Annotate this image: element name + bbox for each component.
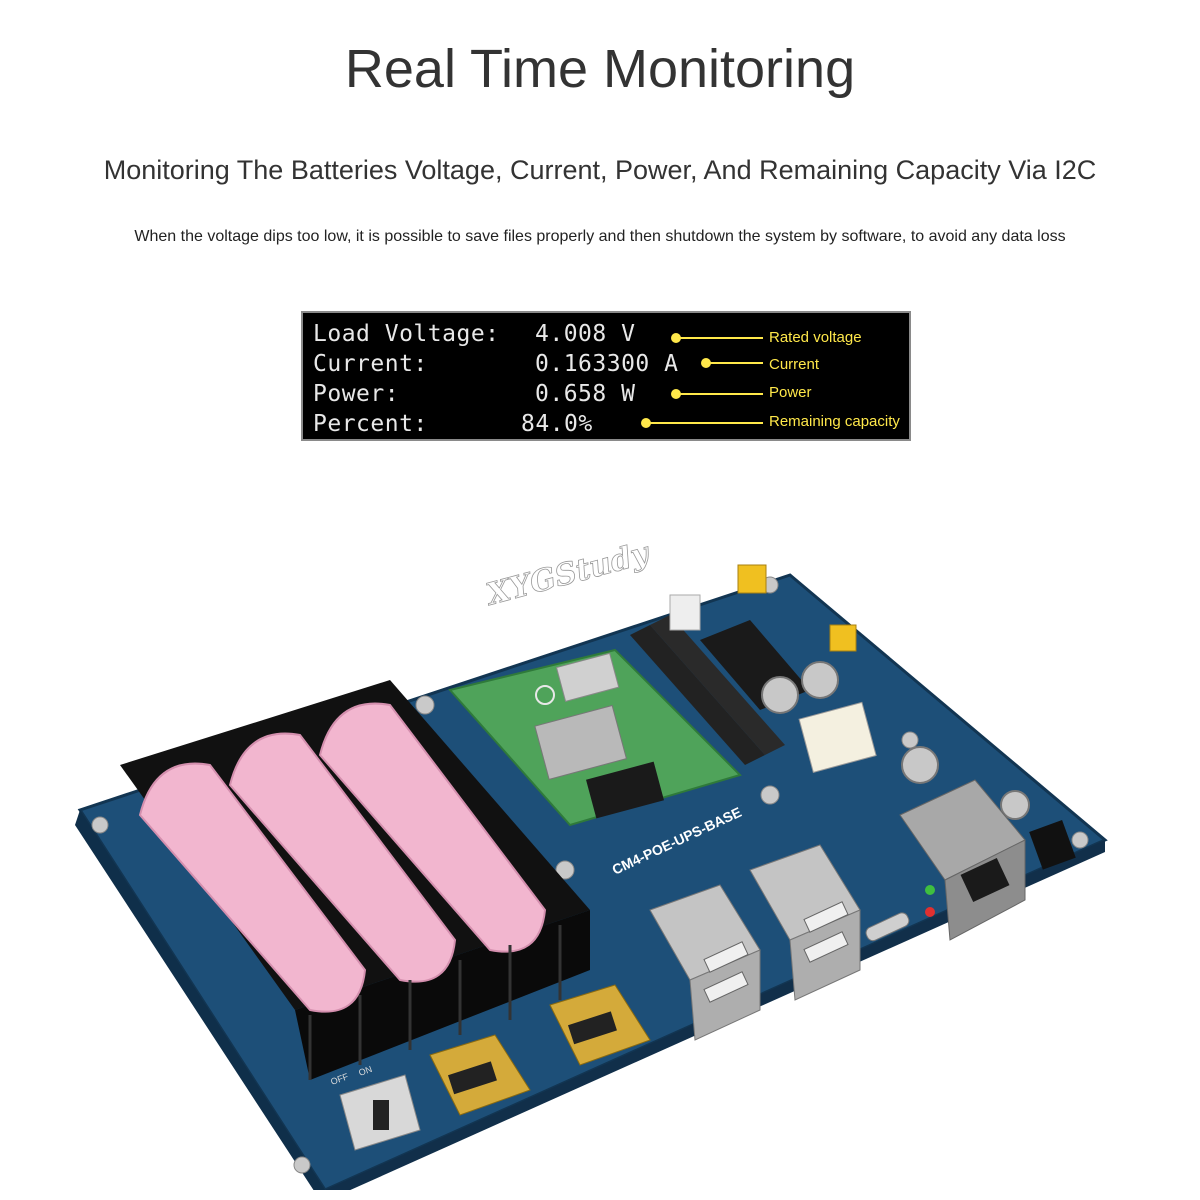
fan-connector <box>669 594 701 631</box>
callout-rated-voltage: Rated voltage <box>769 329 862 346</box>
led-green-icon <box>925 885 935 895</box>
callout-remaining-capacity: Remaining capacity <box>769 413 900 430</box>
compute-module <box>448 648 742 827</box>
callout-current: Current <box>769 356 820 373</box>
hdmi-ports <box>429 984 651 1116</box>
led-red-icon <box>925 907 935 917</box>
jumper-yellow-right <box>829 624 857 652</box>
terminal-output-panel: Load Voltage: 4.008 V Current: 0.163300 … <box>301 311 911 441</box>
ups-board-photo: OFF ON CM4-POE-UPS-BASE XYGStudy <box>75 540 1108 1190</box>
switch-on-label: ON <box>357 1064 373 1078</box>
usb-c-port <box>865 912 910 942</box>
capacitors <box>761 661 1030 820</box>
term-value-voltage: 4.008 V <box>535 321 636 347</box>
poe-transformer <box>798 701 877 773</box>
watermark-text: XYGStudy <box>481 540 655 613</box>
jumper-yellow-top <box>737 564 767 594</box>
dc-power-jack <box>1029 820 1076 870</box>
mounting-holes <box>91 576 1089 1174</box>
term-value-percent: 84.0% <box>521 411 593 437</box>
page-subtitle: Monitoring The Batteries Voltage, Curren… <box>103 155 1097 185</box>
ethernet-port <box>899 779 1026 941</box>
callout-power: Power <box>769 384 812 401</box>
battery-cells <box>138 702 547 1013</box>
callout-lines <box>641 333 763 428</box>
term-label-percent: Percent: <box>313 411 428 437</box>
page-description: When the voltage dips too low, it is pos… <box>134 228 1066 245</box>
gpio-header <box>630 615 785 765</box>
term-label-voltage: Load Voltage: <box>313 321 500 347</box>
term-value-current: 0.163300 A <box>535 351 679 377</box>
usb-ports <box>649 844 861 1041</box>
page-title: Real Time Monitoring <box>344 39 856 99</box>
term-value-power: 0.658 W <box>535 381 636 407</box>
term-label-current: Current: <box>313 351 428 377</box>
power-switch: OFF ON <box>329 1064 421 1151</box>
battery-holder <box>120 680 590 1080</box>
term-label-power: Power: <box>313 381 400 407</box>
